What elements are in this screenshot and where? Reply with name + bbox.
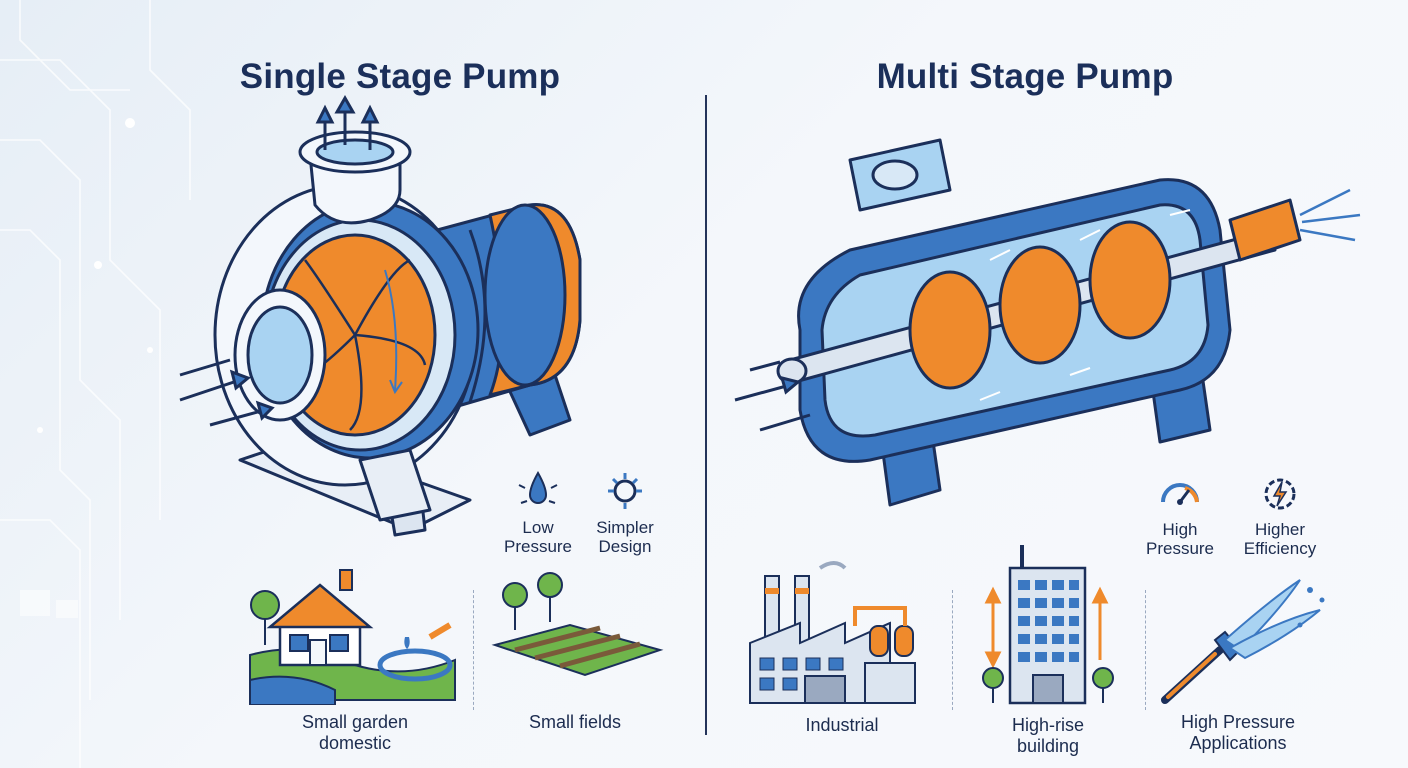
left-use-separator (473, 590, 474, 710)
pressure-gauge-icon (1161, 483, 1199, 505)
water-drop-icon (518, 470, 558, 504)
gear-design-icon (608, 473, 642, 509)
feature-simpler-design: Simpler Design (596, 518, 654, 556)
use-industrial: Industrial (805, 715, 879, 735)
feature-low-pressure: Low Pressure (503, 518, 573, 556)
high-rise-building-icon (982, 545, 1114, 705)
single-stage-title: Single Stage Pump (239, 57, 561, 97)
right-use-separator-1 (952, 590, 953, 710)
efficiency-gear-bolt-icon (1264, 478, 1296, 510)
use-high-rise-building: High-rise building (1011, 715, 1085, 756)
feature-high-pressure: High Pressure (1145, 520, 1215, 558)
use-small-fields: Small fields (528, 712, 622, 732)
use-small-garden-domestic: Small garden domestic (301, 712, 409, 753)
feature-higher-efficiency: Higher Efficiency (1243, 520, 1317, 558)
small-fields-icon (491, 572, 664, 677)
single-stage-pump-illustration (179, 94, 582, 537)
multi-stage-pump-illustration (734, 138, 1361, 507)
right-use-separator-2 (1145, 590, 1146, 710)
high-pressure-spray-icon (1161, 579, 1325, 704)
industrial-factory-icon (749, 561, 916, 704)
panel-divider (705, 95, 707, 735)
garden-house-icon (249, 569, 456, 705)
multi-stage-title: Multi Stage Pump (876, 57, 1174, 97)
use-high-pressure-applications: High Pressure Applications (1180, 712, 1296, 753)
